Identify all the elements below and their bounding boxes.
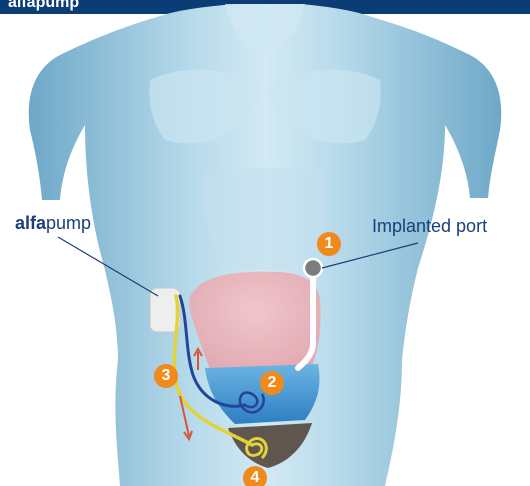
- step-badge-4: 4: [243, 466, 267, 486]
- alfapump-label-regular: pump: [46, 213, 91, 233]
- step-badge-3: 3: [154, 364, 178, 388]
- implanted-port-marker: [304, 259, 322, 277]
- alfapump-label: alfapump: [15, 213, 91, 234]
- alfapump-label-bold: alfa: [15, 213, 46, 233]
- abdominal-cavity: [189, 272, 320, 370]
- step-badge-1: 1: [317, 232, 341, 256]
- implanted-port-label: Implanted port: [372, 216, 487, 237]
- step-badge-2: 2: [260, 371, 284, 395]
- abdomen-shading: [204, 168, 327, 271]
